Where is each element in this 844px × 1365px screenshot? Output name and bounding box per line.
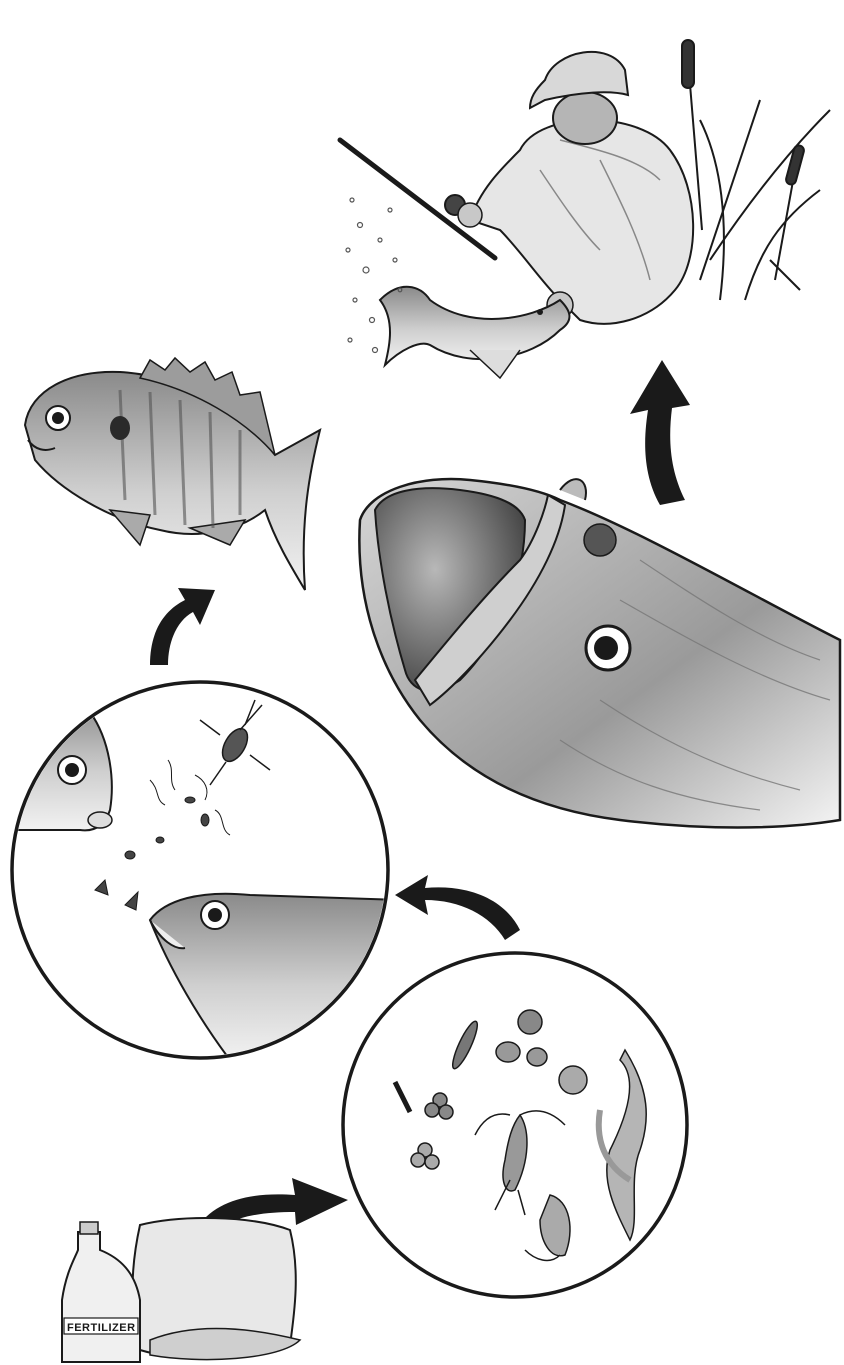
bluegill-body [25, 372, 320, 590]
fertilizer-bottle [62, 1232, 140, 1362]
bluegill-pelvic-fin [110, 510, 150, 545]
arrow-feeding-to-bluegill [150, 588, 215, 665]
bass-head-illustration [359, 479, 840, 827]
angler-coat [470, 120, 693, 324]
feeding-circle [0, 682, 400, 1060]
bluegill-illustration [25, 358, 320, 590]
fertilizer-illustration: FERTILIZER [62, 1218, 300, 1362]
angler-hand [458, 203, 482, 227]
fertilizer-label-text: FERTILIZER [67, 1322, 136, 1334]
fishing-rod [340, 140, 495, 258]
arrow-plankton-to-feeding [395, 875, 520, 940]
bass-nostril [584, 524, 616, 556]
angler-face [553, 92, 617, 144]
plankton-circle [343, 953, 687, 1297]
angler-illustration [340, 40, 830, 378]
cattail-plants [682, 40, 830, 300]
arrow-bass-to-angler [630, 360, 690, 505]
upper-fish-head [0, 700, 112, 830]
